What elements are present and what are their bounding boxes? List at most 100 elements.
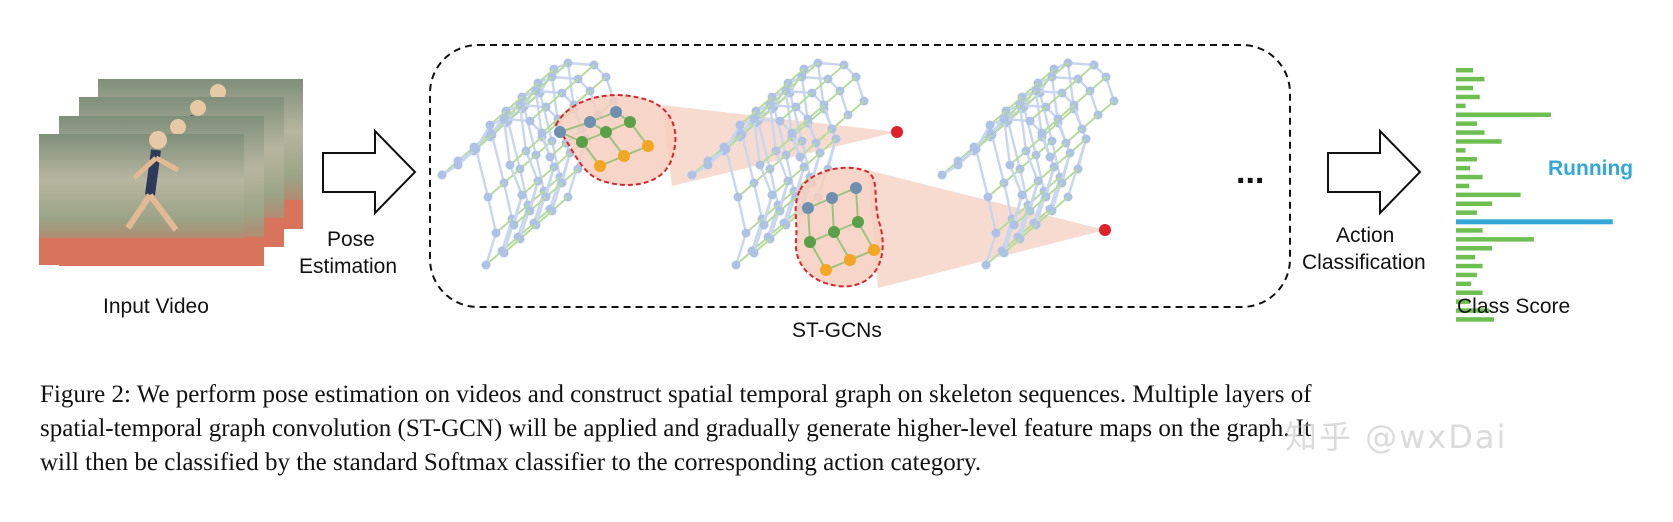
class-score-bar — [1456, 192, 1521, 198]
highlighted-joint — [802, 202, 814, 214]
bone — [800, 140, 812, 178]
figure-graphic: ... Running — [39, 44, 1633, 322]
joint — [749, 248, 759, 258]
highlighted-joint — [594, 160, 606, 172]
projection-wedge — [868, 170, 1105, 288]
bone — [474, 148, 490, 198]
skeleton-sequence — [937, 58, 1119, 270]
class-score-label: Class Score — [1457, 295, 1571, 318]
joint — [755, 160, 765, 170]
joint — [735, 120, 745, 130]
bone — [1018, 168, 1030, 206]
highlighted-joint — [868, 244, 880, 256]
figure-caption: Figure 2: We perform pose estimation on … — [40, 378, 1670, 480]
output-node — [1099, 224, 1111, 236]
bone — [1034, 154, 1046, 192]
classification-arrow — [1327, 128, 1422, 216]
joint — [981, 260, 991, 270]
joint — [509, 220, 519, 230]
bone — [1024, 150, 1040, 182]
video-frame — [39, 131, 244, 265]
highlighted-joint — [584, 116, 596, 128]
highlighted-joint — [600, 126, 612, 138]
class-score-bar — [1456, 157, 1477, 162]
class-score-bar — [1456, 201, 1493, 206]
bone — [990, 134, 1006, 184]
joint — [721, 144, 731, 154]
joint — [1009, 220, 1019, 230]
bone — [772, 106, 788, 156]
input-video-label: Input Video — [103, 295, 209, 318]
bone — [518, 168, 530, 206]
joint — [991, 228, 1001, 238]
skeleton-frame — [687, 104, 817, 270]
class-score-bar — [1456, 165, 1471, 171]
joint — [1005, 160, 1015, 170]
output-node — [891, 126, 903, 138]
input-video-frames — [39, 79, 303, 266]
joint — [999, 114, 1009, 124]
class-score-bar — [1456, 130, 1485, 135]
bone — [1018, 104, 1028, 152]
class-score-bar — [1456, 246, 1493, 251]
bone — [1002, 182, 1014, 220]
highlighted-joint — [642, 140, 654, 152]
action-classification-label-line2: Classification — [1302, 251, 1426, 274]
bone — [740, 134, 756, 184]
highlighted-joint-group — [802, 182, 880, 276]
joint — [687, 170, 697, 180]
joint — [775, 116, 785, 126]
bone — [534, 154, 546, 192]
joint — [787, 128, 797, 138]
skeleton-frame — [985, 62, 1115, 228]
joint — [499, 114, 509, 124]
bone — [1002, 118, 1012, 166]
class-score-bar — [1456, 174, 1483, 180]
skeleton-sequence — [437, 58, 619, 270]
highlighted-joint — [820, 264, 832, 276]
caption-line: spatial-temporal graph convolution (ST-G… — [40, 415, 1312, 442]
bone — [1038, 92, 1054, 142]
class-score-bar — [1456, 228, 1483, 233]
bone — [788, 92, 804, 142]
bone — [474, 124, 492, 150]
bone — [506, 120, 522, 170]
class-score-bar — [1456, 94, 1480, 100]
bone — [502, 182, 514, 220]
class-score-bar — [1456, 299, 1471, 304]
bone — [524, 150, 540, 182]
bone — [1050, 140, 1062, 178]
joint — [985, 120, 995, 130]
highlighted-joint — [852, 216, 864, 228]
pose-arrow — [322, 128, 417, 216]
joint — [505, 160, 515, 170]
receptive-field-region — [554, 94, 677, 186]
caption-line: will then be classified by the standard … — [40, 449, 982, 476]
skeleton-graphs — [437, 58, 1119, 270]
joint — [481, 260, 491, 270]
bone — [756, 120, 772, 170]
highlighted-joint-group — [554, 106, 654, 172]
joint — [749, 114, 759, 124]
bone — [490, 134, 506, 184]
highlighted-joint — [624, 116, 636, 128]
bone — [518, 104, 528, 152]
joint — [937, 170, 947, 180]
joint — [767, 190, 777, 200]
running-label: Running — [1548, 157, 1633, 180]
class-score-bar — [1456, 281, 1472, 287]
class-score-bar — [1456, 103, 1466, 109]
skeleton-frame — [719, 76, 849, 242]
bone — [774, 150, 790, 182]
class-score-bar — [1456, 112, 1551, 117]
bone — [724, 148, 740, 198]
watermark: 知乎 @wxDai — [1285, 418, 1508, 456]
bone — [752, 182, 764, 220]
bone — [486, 196, 498, 234]
figure: ... Running Input Video Pose Estimation … — [39, 44, 1633, 342]
highlighted-joint — [804, 236, 816, 248]
joint — [759, 220, 769, 230]
joint — [437, 170, 447, 180]
caption-line: Figure 2: We perform pose estimation on … — [40, 381, 1312, 408]
highlighted-joint — [618, 150, 630, 162]
